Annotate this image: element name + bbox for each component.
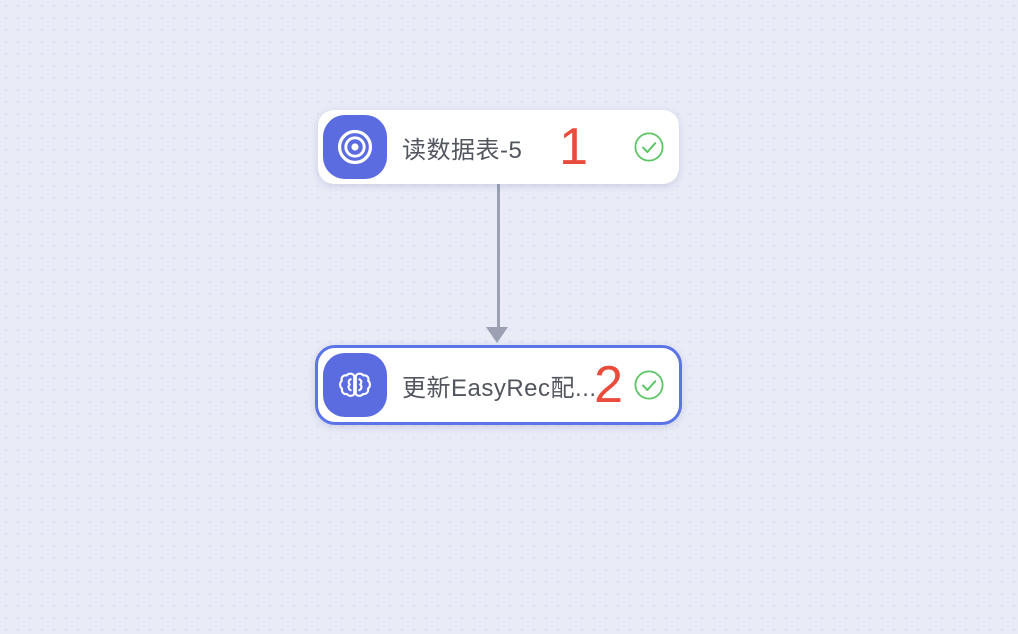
node-read-data-table[interactable]: 读数据表-5 1 (318, 110, 679, 184)
edge-arrowhead-icon (486, 327, 508, 343)
target-icon (323, 115, 387, 179)
node-update-easyrec-config[interactable]: 更新EasyRec配... 2 (315, 345, 682, 425)
node-order-badge: 1 (559, 118, 588, 176)
node-order-badge: 2 (594, 356, 623, 414)
node-title: 读数据表-5 (402, 136, 523, 164)
edge-line (497, 184, 500, 328)
brain-icon (323, 353, 387, 417)
success-check-icon (634, 132, 664, 162)
success-check-icon (634, 370, 664, 400)
node-title: 更新EasyRec配... (402, 374, 595, 402)
